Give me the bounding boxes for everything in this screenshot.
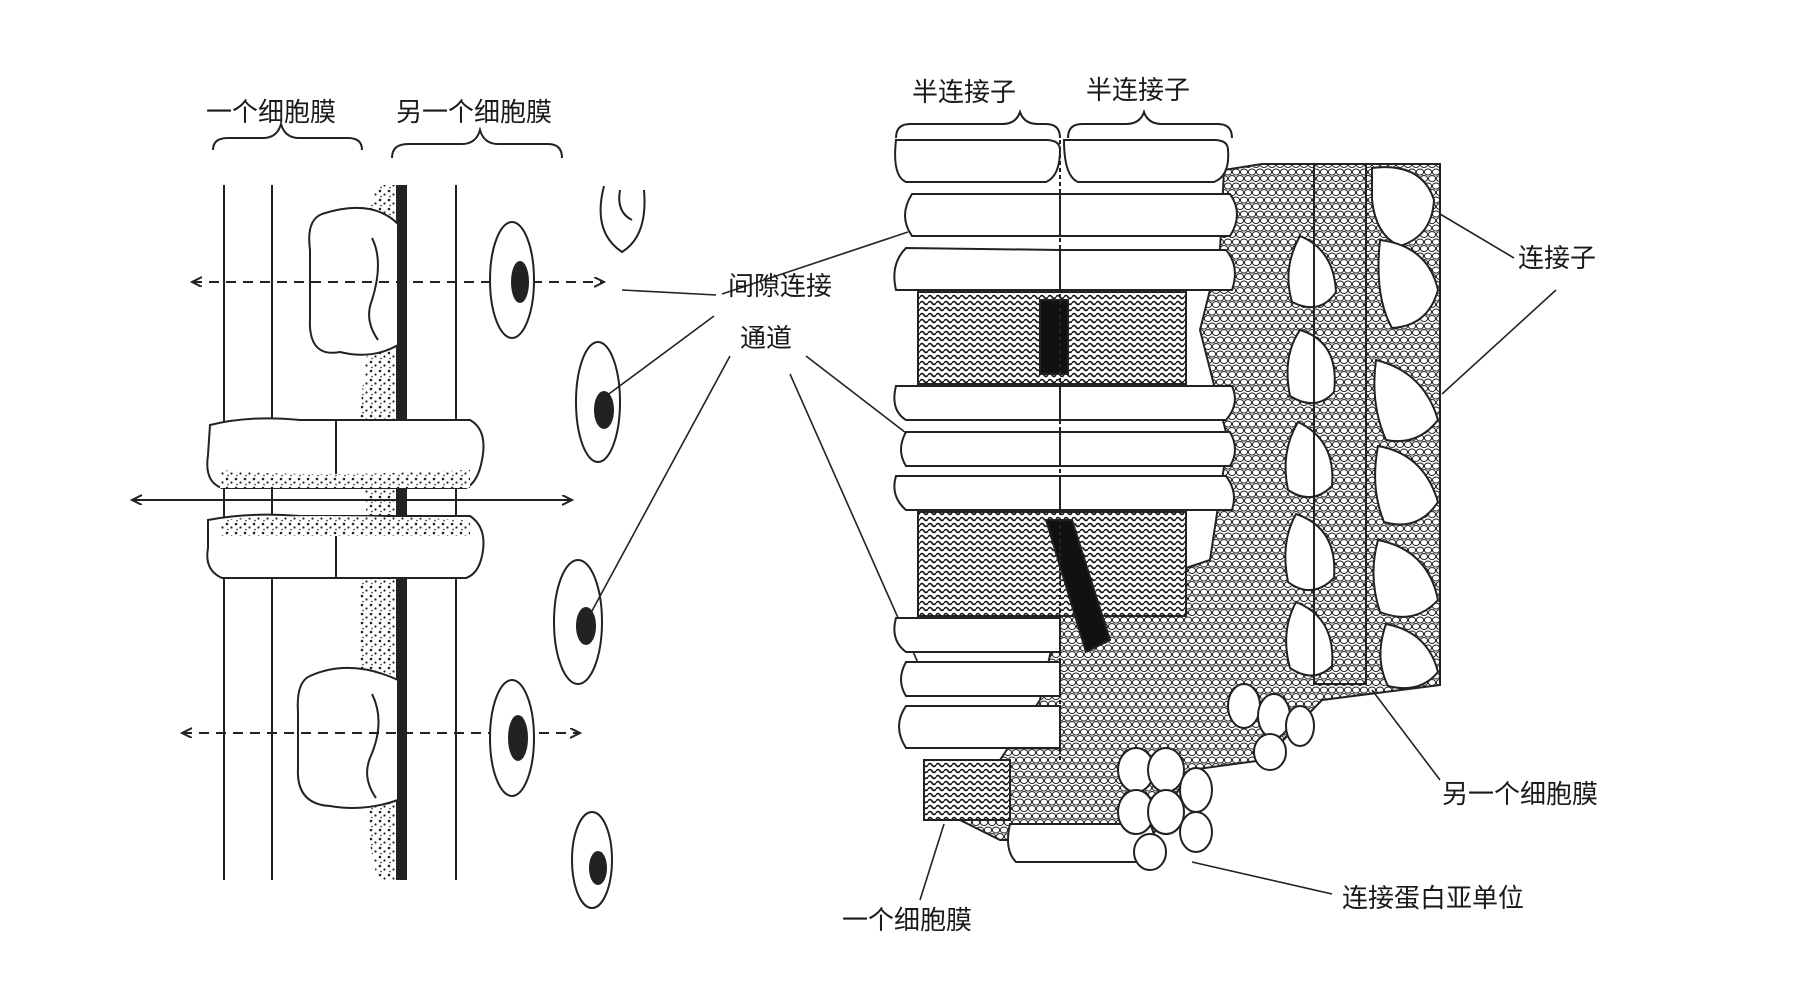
membrane-ribbons [893, 139, 1238, 863]
pore-top-cutoff [599, 185, 646, 254]
connexin-subunit-cluster [1117, 683, 1315, 871]
pore-upper [489, 221, 535, 339]
left-panel-drawing [132, 120, 646, 909]
label-membrane-other-right: 另一个细胞膜 [1442, 780, 1599, 810]
channel-core [1039, 299, 1069, 375]
channel-band-3 [923, 759, 1011, 821]
right-panel-drawing [893, 108, 1557, 901]
label-gap-junction-line1: 间隙连接 [728, 272, 833, 302]
connexon-texture [220, 516, 470, 536]
label-connexin-subunit: 连接蛋白亚单位 [1342, 884, 1525, 914]
pore-mid-lower [553, 559, 603, 685]
label-membrane-one-right: 一个细胞膜 [842, 906, 973, 936]
label-gap-junction-line2: 通道 [740, 324, 793, 354]
plug-seam [368, 237, 379, 341]
label-hemi-connexon-left: 半连接子 [912, 78, 1017, 108]
brace-hemi-right [1067, 108, 1233, 139]
brace-membrane-one [212, 120, 363, 151]
connexon-upper-half [206, 417, 485, 489]
plug-seam [366, 693, 380, 799]
brace-membrane-other [391, 126, 563, 159]
channel-core [1044, 519, 1112, 654]
label-connexon: 连接子 [1518, 244, 1597, 274]
label-membrane-other-left: 另一个细胞膜 [396, 98, 553, 128]
pore-lower [489, 679, 535, 797]
label-membrane-one-left: 一个细胞膜 [206, 98, 337, 128]
connexon-frame [1313, 163, 1367, 685]
channel-band-2 [917, 511, 1187, 617]
pore-bottom [571, 811, 613, 909]
label-hemi-connexon-right: 半连接子 [1086, 76, 1191, 106]
lower-channel-plug [296, 666, 399, 809]
right-leaders [919, 213, 1557, 901]
connexon-texture [220, 470, 470, 488]
connexon-column [1284, 166, 1440, 690]
brace-hemi-left [895, 108, 1061, 139]
